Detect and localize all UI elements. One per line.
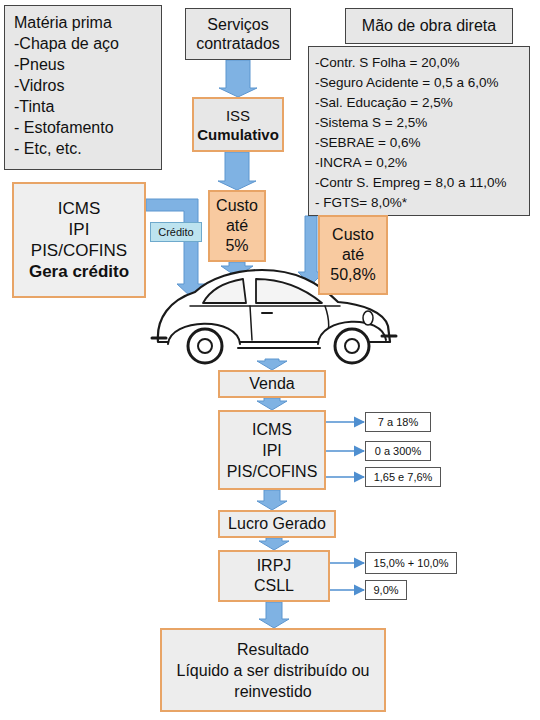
node-text: 0 a 300%	[375, 445, 421, 457]
rate-box: 1,65 e 7,6%	[365, 467, 441, 487]
node-text: Líquido a ser distribuído ou reinvestido	[170, 660, 376, 702]
rate-arrow	[326, 421, 364, 423]
node-text: -Seguro Acidente = 0,5 a 6,0%	[315, 73, 499, 93]
car-window	[203, 279, 246, 303]
flow-band	[257, 359, 287, 370]
node-text: Cumulativo	[197, 125, 279, 144]
node-text: -Vidros	[14, 75, 64, 96]
node-text: ISS	[226, 106, 250, 125]
process-box: Venda	[218, 370, 326, 398]
node-text: Resultado	[237, 639, 309, 660]
node-text: Crédito	[158, 226, 193, 238]
node-text: CSLL	[254, 576, 294, 596]
node-text: Mão de obra direta	[362, 17, 496, 35]
rate-box: 0 a 300%	[365, 441, 431, 461]
node-text: -Sal. Educação = 2,5%	[315, 93, 453, 113]
node-text: - FGTS= 8,0%*	[315, 193, 407, 213]
car-wheel	[335, 329, 369, 363]
process-box: Lucro Gerado	[218, 510, 336, 538]
node-text: -Sistema S = 2,5%	[315, 113, 427, 133]
node-text: -Chapa de aço	[14, 33, 119, 54]
car-window	[256, 279, 322, 303]
node-text: Venda	[249, 375, 294, 393]
node-text: PIS/COFINS	[227, 461, 318, 482]
rate-arrow	[326, 450, 364, 452]
flow-arrow	[219, 60, 257, 97]
node-text: ICMS	[252, 419, 292, 440]
rate-arrow	[330, 589, 364, 591]
node-text: Gera crédito	[29, 261, 129, 282]
node-text: ICMS	[58, 198, 101, 219]
node-text: 7 a 18%	[378, 416, 418, 428]
node-text: Serviços contratados	[189, 15, 287, 53]
node-text: 9,0%	[373, 584, 398, 596]
rate-box: 15,0% + 10,0%	[365, 552, 457, 574]
node-text: 15,0% + 10,0%	[374, 557, 449, 569]
node-text: -Pneus	[14, 54, 65, 75]
car-wheel	[188, 329, 222, 363]
car-beltline	[190, 305, 340, 307]
flow-arrow	[259, 538, 289, 550]
credit-band	[146, 199, 205, 297]
node-text: IPI	[69, 219, 90, 240]
flow-arrow	[257, 490, 287, 510]
node-text: -Tinta	[14, 96, 54, 117]
tax-box: ICMSIPIPIS/COFINS	[218, 410, 326, 490]
node-text: Matéria prima	[14, 12, 112, 33]
rate-box: 7 a 18%	[365, 412, 431, 432]
node-text: -INCRA = 0,2%	[315, 153, 407, 173]
heading-box: Mão de obra direta	[345, 8, 513, 44]
node-text: -SEBRAE = 0,6%	[315, 133, 420, 153]
cost-box: Custo até 5%	[208, 190, 266, 262]
node-text: - Estofamento	[14, 117, 114, 138]
node-text: PIS/COFINS	[31, 240, 127, 261]
node-text: -Contr. S Folha = 20,0%	[315, 53, 459, 73]
flow-arrow	[218, 152, 256, 190]
result-box: ResultadoLíquido a ser distribuído ou re…	[160, 628, 386, 712]
node-text: Custo até 50,8%	[323, 225, 383, 285]
material-box: Matéria prima-Chapa de aço-Pneus-Vidros-…	[4, 5, 162, 170]
flow-arrow	[259, 602, 289, 628]
rate-box: 9,0%	[365, 580, 407, 600]
car-hub	[198, 339, 212, 353]
process-box: Serviços contratados	[185, 8, 291, 60]
node-text: Custo até 5%	[213, 196, 261, 256]
car-running-board	[238, 347, 320, 349]
car-hub	[345, 339, 359, 353]
tax-box: IRPJCSLL	[218, 550, 330, 602]
car-headlight	[363, 311, 373, 325]
flow-arrow	[257, 398, 287, 410]
cost-box: Custo até 50,8%	[318, 215, 388, 295]
tax-box: ICMSIPIPIS/COFINSGera crédito	[12, 182, 146, 298]
credit-tag: Crédito	[150, 222, 202, 242]
node-text: IPI	[262, 440, 282, 461]
node-text: 1,65 e 7,6%	[374, 471, 433, 483]
node-text: IRPJ	[257, 556, 292, 576]
car-door	[250, 306, 329, 340]
rate-arrow	[326, 476, 364, 478]
node-text: -Contr S. Empreg = 8,0 a 11,0%	[315, 173, 506, 193]
tax-box: ISSCumulativo	[192, 97, 284, 152]
node-text: - Etc, etc.	[14, 138, 82, 159]
car-handle	[262, 312, 272, 314]
rate-list-box: -Contr. S Folha = 20,0%-Seguro Acidente …	[308, 46, 530, 216]
node-text: Lucro Gerado	[228, 515, 326, 533]
rate-arrow	[330, 562, 364, 564]
